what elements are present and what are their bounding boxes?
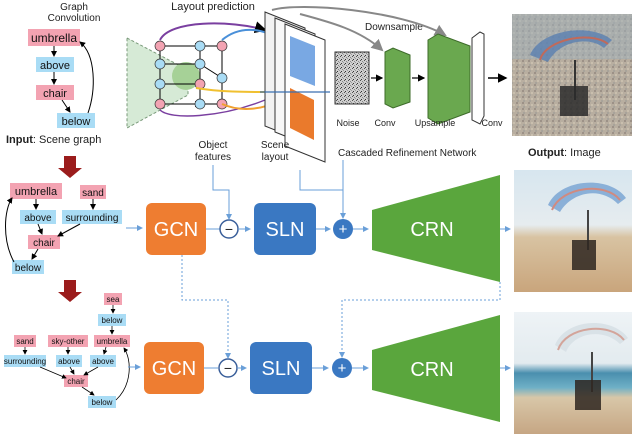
- graph3-node-below-2: below: [92, 398, 113, 407]
- object-features-connector: [212, 165, 232, 220]
- graph1-node-above-label: above: [40, 60, 70, 72]
- graph1-node-umbrella: [28, 29, 80, 46]
- graph1-edge: [79, 41, 94, 114]
- object-features-label-line2: features: [195, 152, 231, 163]
- conv2-label: Conv: [481, 118, 503, 128]
- row3-sln-block: [250, 342, 312, 394]
- row3-sln-label: SLN: [262, 358, 301, 380]
- downsample-arrow: [271, 6, 447, 36]
- graph3-node-surrounding: surrounding: [4, 357, 46, 366]
- downsample-label: Downsample: [365, 22, 423, 33]
- output-image-bottom: [514, 312, 632, 434]
- graph3-node-chair: chair: [67, 377, 85, 386]
- row3-gcn-block: [144, 342, 204, 394]
- graph2-node-umbrella: umbrella: [15, 186, 58, 198]
- upsample-block: [427, 33, 471, 125]
- graph1-node-chair: [36, 85, 74, 100]
- conv-block-1: [384, 47, 411, 109]
- conv1-label: Conv: [374, 118, 396, 128]
- graph2-node-chair: chair: [33, 238, 55, 249]
- row3-plus-op: [332, 358, 352, 378]
- graph-convolution-label-line2: Convolution: [48, 13, 101, 24]
- scene-layout-label-line2: layout: [262, 152, 289, 163]
- layout-prediction-label: Layout prediction: [171, 1, 255, 13]
- row2-plus-label: +: [339, 221, 348, 238]
- row-connector-dotted-1: [181, 255, 231, 359]
- noise-label: Noise: [336, 118, 359, 128]
- row2-crn-block: [372, 175, 500, 282]
- graph1-edge: [61, 99, 71, 113]
- row3-plus-label: +: [338, 360, 347, 377]
- graph-convolution-label-line1: Graph: [60, 2, 88, 13]
- graph2-node-above: above: [24, 213, 52, 224]
- graph3-node-above-1: above: [58, 357, 80, 366]
- output-image-middle: [514, 170, 632, 292]
- row2-crn-label: CRN: [410, 219, 453, 241]
- crn-title-label: Cascaded Refinement Network: [338, 148, 477, 159]
- graph1-node-below-label: below: [62, 116, 91, 128]
- row-connector-dotted-2: [339, 282, 501, 358]
- graph1-node-chair-label: chair: [43, 88, 67, 100]
- row2-minus-label: −: [225, 221, 233, 237]
- noise-block: [334, 51, 370, 105]
- object-features-label-line1: Object: [199, 140, 228, 151]
- row2-sln-label: SLN: [266, 219, 305, 241]
- graph2-node-surrounding: surrounding: [66, 213, 119, 224]
- scene-layout-stack: [260, 11, 330, 163]
- graph3-node-below-1: below: [102, 316, 123, 325]
- graph2-node-below: below: [15, 263, 42, 274]
- conv-block-2: [471, 31, 485, 125]
- purple-bottom-curve: [159, 99, 266, 117]
- graph3-node-sand: sand: [16, 337, 33, 346]
- graph1-node-above: [36, 57, 74, 72]
- row3-gcn-label: GCN: [152, 358, 196, 380]
- row2-gcn-label: GCN: [154, 219, 198, 241]
- graph2: umbrella sand above surrounding chair be…: [5, 183, 122, 274]
- row3-minus-label: −: [224, 360, 232, 376]
- layout-network: [154, 40, 228, 110]
- graph3-node-above-2: above: [92, 357, 114, 366]
- output-image-top: [512, 14, 632, 136]
- cone-highlight: [172, 62, 200, 90]
- purple-flow-arrow: [159, 21, 267, 41]
- row2-gcn-block: [146, 203, 206, 255]
- graph1-node-umbrella-label: umbrella: [31, 31, 77, 45]
- output-label: Output: Image: [528, 147, 601, 159]
- row2-plus-op: [333, 219, 353, 239]
- graph3-node-umbrella: umbrella: [97, 337, 128, 346]
- row2-sln-block: [254, 203, 316, 255]
- graph3-node-sky-other: sky-other: [52, 337, 85, 346]
- scene-layout-label-line1: Scene: [261, 140, 290, 151]
- down-arrow-2: [58, 280, 82, 302]
- yellow-flow-curve: [195, 87, 271, 93]
- graph3: sea below sand sky-other umbrella surrou…: [4, 293, 130, 408]
- input-label: Input: Scene graph: [6, 134, 101, 146]
- graph1-node-below: [57, 113, 95, 128]
- graph2-node-sand: sand: [82, 188, 104, 199]
- graph3-node-sea: sea: [107, 295, 120, 304]
- row3-crn-block: [372, 315, 500, 422]
- downsample-arrow-2: [299, 13, 384, 52]
- row3-crn-label: CRN: [410, 359, 453, 381]
- down-arrow-1: [58, 156, 82, 178]
- upsample-label: Upsample: [415, 118, 456, 128]
